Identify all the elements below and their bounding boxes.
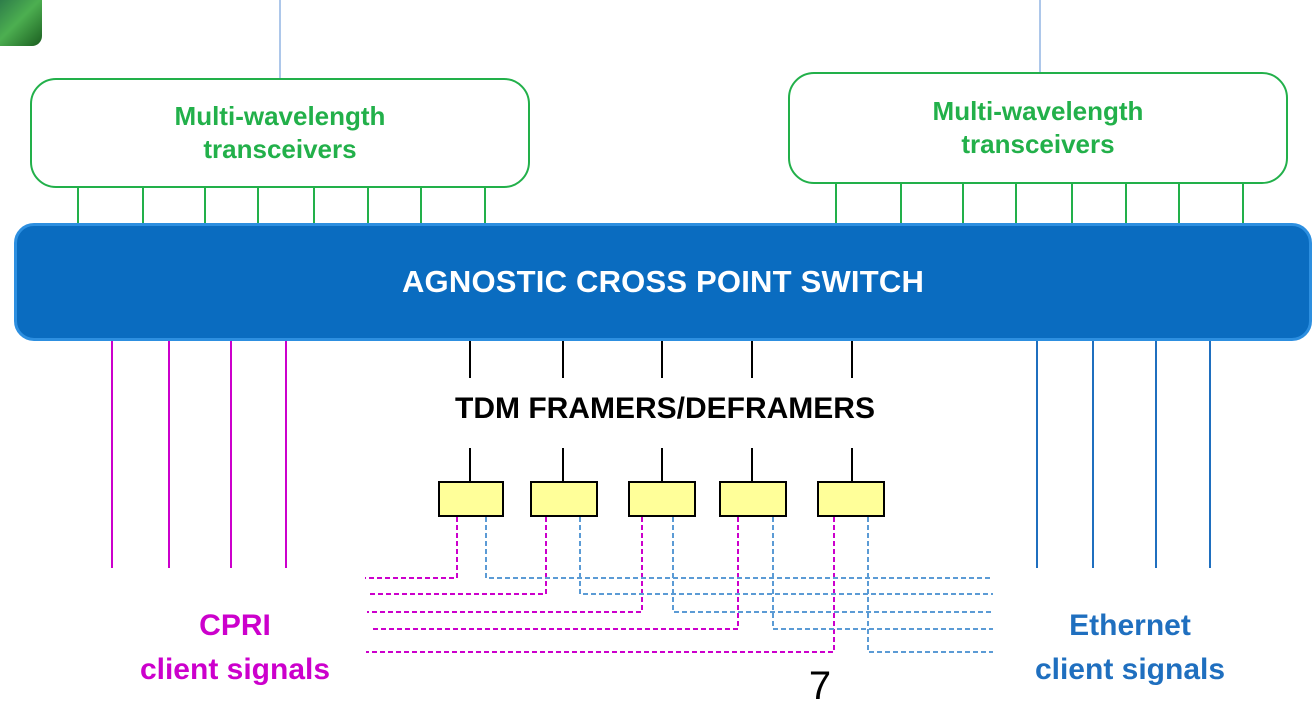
ethernet-dashed-route-5	[867, 517, 993, 653]
switch-label: AGNOSTIC CROSS POINT SWITCH	[401, 264, 925, 299]
ethernet-dashed-route-4	[772, 517, 993, 630]
cpri-label: CPRI client signals	[139, 609, 331, 686]
right-transceiver-box: Multi-wavelength transceivers	[788, 72, 1288, 184]
ethernet-dashed-route-1	[485, 517, 993, 579]
framer-box-2	[530, 481, 598, 517]
left-transceiver-box: Multi-wavelength transceivers	[30, 78, 530, 188]
right-transceiver-label: Multi-wavelength transceivers	[932, 96, 1144, 159]
framer-box-1	[438, 481, 504, 517]
framer-box-3	[628, 481, 696, 517]
cpri-dashed-route-5	[366, 517, 835, 653]
ethernet-label: Ethernet client signals	[1034, 609, 1226, 686]
framers-label: TDM FRAMERS/DEFRAMERS	[455, 392, 875, 425]
cpri-dashed-route-1	[365, 517, 458, 579]
framer-box-5	[817, 481, 885, 517]
framer-box-4	[719, 481, 787, 517]
ethernet-dashed-route-3	[672, 517, 993, 613]
left-transceiver-label: Multi-wavelength transceivers	[174, 101, 386, 164]
cpri-dashed-route-2	[367, 517, 547, 595]
cpri-dashed-route-4	[371, 517, 739, 630]
ethernet-dashed-route-2	[579, 517, 993, 595]
page-number: 7	[808, 664, 832, 708]
cross-point-switch: AGNOSTIC CROSS POINT SWITCH	[14, 223, 1312, 341]
logo-fragment	[0, 0, 42, 46]
cpri-dashed-route-3	[367, 517, 643, 613]
